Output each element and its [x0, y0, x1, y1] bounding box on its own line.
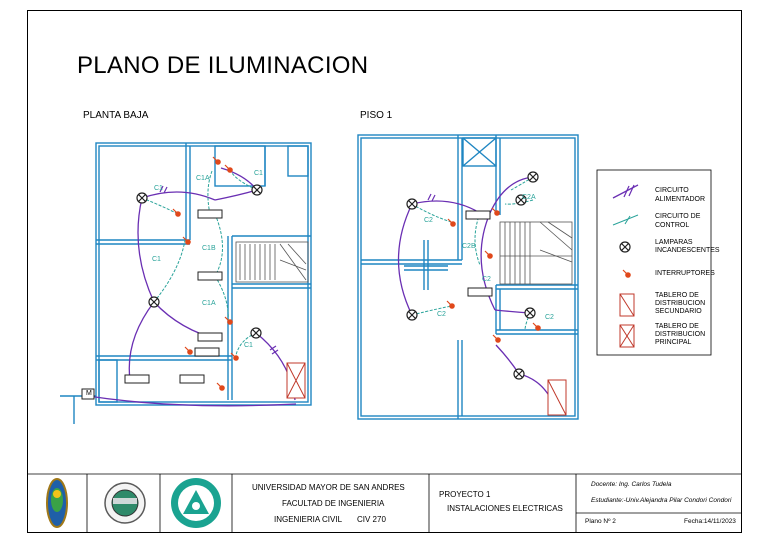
ground-stairs	[235, 241, 309, 283]
distribution-boards	[286, 362, 567, 416]
label-c1-d: C1	[244, 342, 253, 349]
title-block	[27, 473, 742, 533]
meter-box	[81, 388, 95, 400]
label-meter: M	[86, 390, 92, 397]
university-name: UNIVERSIDAD MAYOR DE SAN ANDRES	[252, 483, 405, 492]
label-c1a-b: C1A	[202, 300, 216, 307]
student-name: Estudiante:-Univ.Alejandra Pilar Condori…	[591, 497, 732, 504]
umsa-logo	[46, 478, 68, 528]
label-c2-b: C2	[482, 276, 491, 283]
feeder-circuits	[87, 167, 557, 411]
first-stairs	[499, 221, 573, 285]
label-c1-c: C1	[152, 256, 161, 263]
project-name: PROYECTO 1	[439, 490, 491, 499]
label-c2b: C2B	[462, 243, 476, 250]
career-name: INGENIERIA CIVIL	[274, 515, 343, 524]
legend-box	[596, 169, 712, 356]
label-c1-b: C1	[254, 170, 263, 177]
legend-switches: INTERRUPTORES	[655, 270, 715, 277]
ground-floor-label: PLANTA BAJA	[83, 110, 149, 121]
first-floor-walls	[357, 134, 579, 420]
teacher-name: Docente: Ing. Carlos Tudela	[591, 481, 672, 488]
label-c2a: C2A	[522, 194, 536, 201]
plan-date: Fecha:14/11/2023	[684, 518, 736, 525]
label-c2-c: C2	[437, 311, 446, 318]
label-c1b: C1B	[202, 245, 216, 252]
label-c1a-a: C1A	[196, 175, 210, 182]
course-code: CIV 270	[357, 515, 386, 524]
page-title: PLANO DE ILUMINACION	[77, 52, 369, 79]
label-c2-d: C2	[545, 314, 554, 321]
faculty-logo	[104, 482, 146, 524]
control-circuits	[141, 169, 534, 356]
civil-logo	[171, 478, 221, 528]
label-c1-a: C1	[154, 185, 163, 192]
first-floor-label: PISO 1	[360, 110, 393, 121]
feeder-ticks	[159, 185, 436, 355]
plan-number: Plano Nº 2	[585, 518, 616, 525]
faculty-name: FACULTAD DE INGENIERIA	[282, 499, 385, 508]
label-c2-a: C2	[424, 217, 433, 224]
subject-name: INSTALACIONES ELECTRICAS	[447, 504, 563, 513]
